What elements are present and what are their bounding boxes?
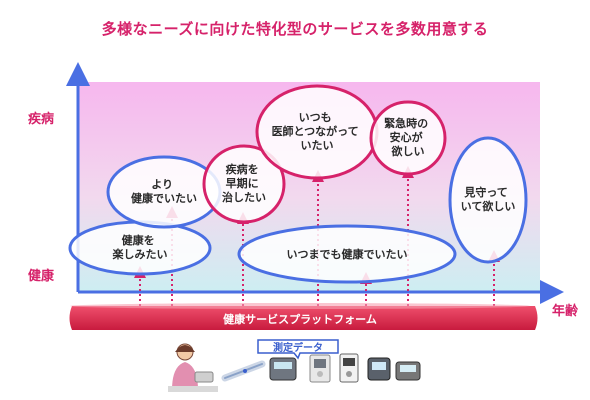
bubble-always-healthy (237, 224, 457, 284)
measurement-label: 測定データ (273, 341, 323, 354)
need-bubbles (68, 84, 528, 284)
bubble-healthier-text: より 健康でいたい (131, 178, 197, 205)
measurement-label-group: 測定データ (257, 339, 339, 360)
y-axis-bottom-label: 健康 (28, 269, 55, 284)
bubble-enjoy-health-text: 健康を 楽しみたい (112, 233, 168, 261)
device-blood-pressure-monitor-icon (339, 353, 359, 383)
platform-bar (69, 306, 538, 330)
device-thermometer-icon (221, 360, 266, 382)
bubble-doctor-connect-text: いつも 医師とつながって いたい (272, 111, 363, 152)
bubble-emergency-relief-text: 緊急時の 安心が 欲しい (384, 116, 432, 158)
platform-label: 健康サービスプラットフォーム (223, 312, 377, 326)
device-body-composition-icon (367, 357, 391, 381)
bubble-early-cure-text: 疾病を 早期に 治したい (222, 162, 266, 204)
device-pedometer-icon (309, 354, 331, 383)
y-axis-top-label: 疾病 (28, 112, 55, 127)
bubble-watch-over (448, 136, 528, 264)
page-title: 多様なニーズに向けた特化型のサービスを多数用意する (101, 20, 489, 38)
bubble-watch-over-text: 見守って いて欲しい (461, 185, 516, 213)
device-wrist-monitor-icon (395, 361, 421, 381)
bubble-early-cure (202, 144, 286, 224)
device-person-icon (168, 343, 218, 392)
bubble-emergency-relief (369, 100, 447, 176)
device-scale-icon (269, 357, 297, 381)
bubble-always-healthy-text: いつまでも健康でいたい (287, 247, 408, 261)
x-axis-label: 年齢 (552, 304, 579, 319)
